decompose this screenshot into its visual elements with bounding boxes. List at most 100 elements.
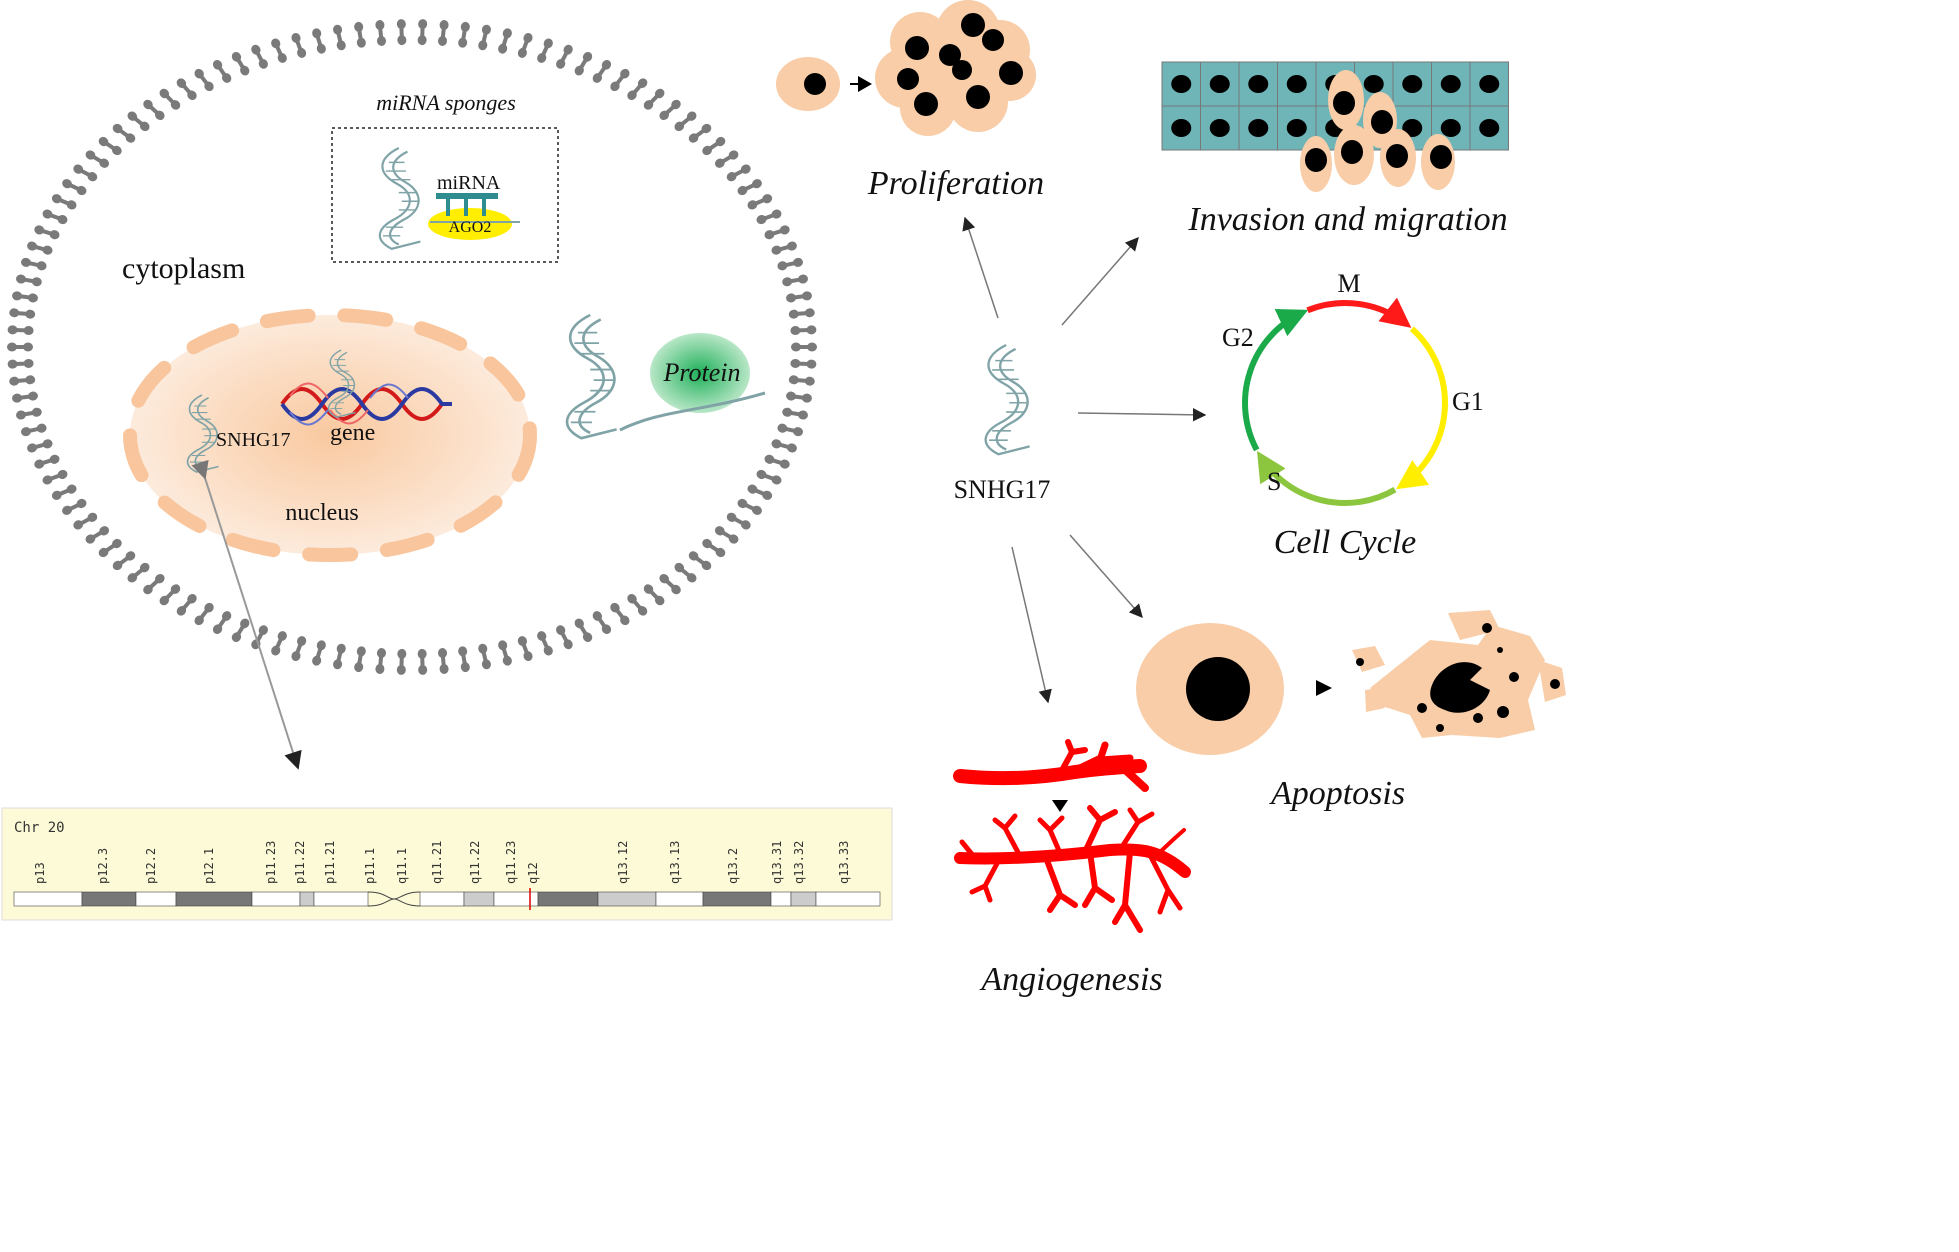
lipid bbox=[777, 257, 803, 271]
lipid bbox=[747, 194, 773, 210]
chromosome-band-label: p12.3 bbox=[96, 848, 110, 884]
lipid bbox=[85, 526, 110, 544]
lipid bbox=[27, 439, 53, 453]
lipid bbox=[7, 342, 33, 352]
protein-binding: Protein bbox=[565, 313, 766, 440]
chromosome-name: Chr 20 bbox=[14, 820, 65, 836]
lipid bbox=[458, 21, 470, 48]
lipid bbox=[417, 19, 428, 46]
chromosome-band-label: q12 bbox=[526, 862, 540, 884]
lipid bbox=[592, 59, 612, 83]
chromosome-band bbox=[537, 891, 599, 907]
ago2-label: AGO2 bbox=[449, 219, 492, 236]
phase-s-label: S bbox=[1267, 467, 1281, 496]
chromosome-band bbox=[135, 891, 177, 907]
lipid bbox=[627, 78, 648, 101]
apoptosis-arrow bbox=[1316, 680, 1332, 696]
lipid bbox=[375, 20, 386, 46]
lipid bbox=[354, 21, 366, 48]
lipid bbox=[788, 308, 815, 319]
lipid bbox=[790, 325, 817, 336]
lipid bbox=[291, 32, 307, 58]
mirna-sponges-title: miRNA sponges bbox=[376, 90, 516, 115]
lipid bbox=[333, 24, 346, 51]
lipid bbox=[231, 618, 250, 643]
nuclear-envelope bbox=[123, 308, 537, 562]
proliferation-arrow bbox=[858, 76, 872, 92]
epithelial-cell bbox=[1469, 105, 1509, 151]
gene-double-helix bbox=[280, 382, 452, 426]
phase-m-label: M bbox=[1337, 269, 1360, 298]
lipid bbox=[27, 241, 53, 255]
chromosome-band-label: q13.33 bbox=[837, 841, 851, 884]
invasion-illustration: Invasion and migration bbox=[1161, 61, 1509, 238]
chromosome-band bbox=[463, 891, 495, 907]
lipid bbox=[231, 51, 250, 76]
healthy-nucleus bbox=[1186, 657, 1250, 721]
lipid bbox=[291, 636, 307, 662]
chromosome-band bbox=[419, 891, 465, 907]
lipid bbox=[777, 423, 803, 437]
sponge-lncrna bbox=[378, 146, 422, 250]
protein-bound-rna bbox=[565, 313, 618, 440]
locus-arrow bbox=[191, 459, 302, 770]
chromosome-band bbox=[251, 891, 301, 907]
phase-g2-label: G2 bbox=[1222, 323, 1254, 352]
lipid bbox=[574, 51, 593, 76]
angiogenesis-label: Angiogenesis bbox=[979, 961, 1162, 998]
chromosome-band-label: q11.23 bbox=[504, 841, 518, 884]
lipid bbox=[251, 44, 268, 69]
lipid bbox=[574, 618, 593, 643]
chromosome-band bbox=[597, 891, 657, 907]
lipid bbox=[458, 646, 470, 673]
angiogenesis-illustration bbox=[953, 739, 1191, 933]
lipid bbox=[498, 640, 512, 666]
lipid bbox=[194, 68, 214, 92]
chromosome-band-label: q13.32 bbox=[792, 841, 806, 884]
invading-cells bbox=[1300, 70, 1455, 192]
lipid bbox=[764, 225, 790, 240]
lipid bbox=[498, 28, 512, 54]
lipid bbox=[375, 648, 386, 674]
lipid bbox=[312, 28, 326, 54]
snhg17-center-label: SNHG17 bbox=[954, 475, 1051, 504]
chromosome-band bbox=[790, 891, 817, 907]
angiogenesis-arrow bbox=[1052, 800, 1068, 812]
invasion-label: Invasion and migration bbox=[1187, 201, 1507, 238]
lipid bbox=[688, 551, 712, 571]
lipid bbox=[127, 111, 150, 132]
chromosome-band bbox=[299, 891, 315, 907]
chromosome-bands bbox=[13, 888, 881, 910]
lipid bbox=[143, 99, 165, 121]
lipid bbox=[194, 602, 214, 626]
lipid bbox=[354, 646, 366, 673]
lipid bbox=[396, 648, 407, 675]
mirna-sponge-box: miRNA sponges miRNA AGO2 bbox=[331, 90, 559, 263]
lipid bbox=[9, 375, 36, 386]
lipid bbox=[782, 274, 808, 287]
chromosome-band-label: p11.21 bbox=[323, 841, 337, 884]
lipid bbox=[212, 611, 232, 635]
lipid bbox=[16, 274, 42, 287]
lipid bbox=[159, 88, 181, 110]
proliferation-illustration: Proliferation bbox=[776, 0, 1044, 202]
chromosome-band-label: p11.22 bbox=[293, 841, 307, 884]
lipid bbox=[12, 391, 38, 403]
chromosome-band-label: q11.1 bbox=[395, 848, 409, 884]
chromosome-band bbox=[493, 891, 539, 907]
cell-cycle-diagram: M G1 S G2 Cell Cycle bbox=[1222, 269, 1484, 561]
lipid bbox=[16, 407, 42, 420]
lipid bbox=[688, 123, 712, 143]
lipid bbox=[556, 625, 573, 650]
arrow-to-apoptosis bbox=[1069, 534, 1143, 619]
lipid bbox=[212, 59, 232, 83]
snhg17-nuclear-label: SNHG17 bbox=[216, 429, 290, 451]
lipid bbox=[786, 291, 812, 303]
chromosome-band bbox=[702, 891, 772, 907]
snhg17-center: SNHG17 bbox=[954, 343, 1051, 504]
arrow-to-angiogenesis bbox=[1011, 546, 1052, 704]
lipid bbox=[478, 24, 491, 51]
lipid bbox=[21, 257, 47, 271]
lipid bbox=[756, 209, 782, 225]
